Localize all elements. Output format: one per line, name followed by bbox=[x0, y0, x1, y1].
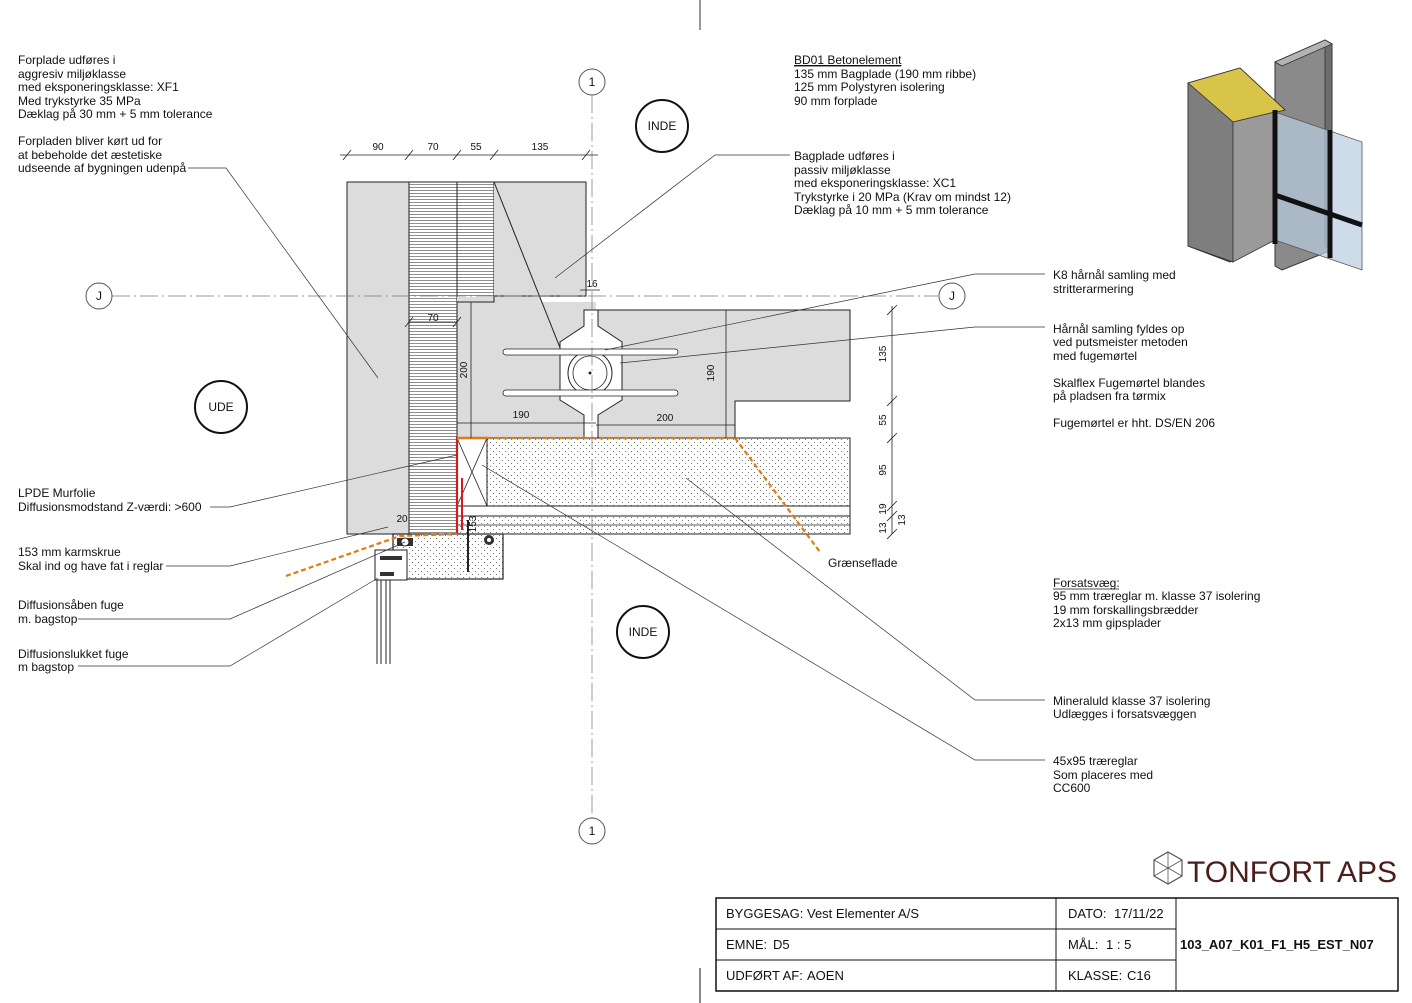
note-bagplade-line-3: med eksponeringsklasse: XC1 bbox=[794, 176, 956, 190]
note-difflukket-line-1: Diffusionslukket fuge bbox=[18, 647, 129, 661]
dim-95-right: 95 bbox=[878, 464, 889, 476]
dim-55-right: 55 bbox=[878, 414, 889, 426]
tb-emne-label: EMNE: bbox=[726, 937, 767, 952]
dim-153: 153 bbox=[468, 515, 479, 532]
note-bagplade-line-2: passiv miljøklasse bbox=[794, 163, 891, 177]
note-forplade-kort-line-3: udseende af bygningen udenpå bbox=[18, 161, 186, 175]
hairpin-joint bbox=[502, 309, 679, 439]
note-forsatsvaeg-line-2: 19 mm forskallingsbrædder bbox=[1053, 603, 1198, 617]
title-block: BYGGESAG: Vest Elementer A/S DATO: 17/11… bbox=[699, 897, 1399, 1003]
tb-udfort-label: UDFØRT AF: bbox=[726, 968, 803, 983]
dim-16: 16 bbox=[586, 279, 598, 290]
note-diffaaben-line-2: m. bagstop bbox=[18, 612, 78, 626]
room-label-inde-top: INDE bbox=[648, 119, 677, 133]
note-bd01-line-3: 90 mm forplade bbox=[794, 94, 878, 108]
room-label-ude: UDE bbox=[208, 400, 233, 414]
note-traereglar-line-3: CC600 bbox=[1053, 781, 1091, 795]
dim-135-right: 135 bbox=[878, 345, 889, 362]
note-haarnaal-line-3: med fugemørtel bbox=[1053, 349, 1137, 363]
dim-135: 135 bbox=[532, 142, 549, 153]
grid-marker-j-right: J bbox=[949, 289, 955, 303]
note-forplade-line-3: med eksponeringsklasse: XF1 bbox=[18, 80, 179, 94]
note-lpde-line-2: Diffusionsmodstand Z-værdi: >600 bbox=[18, 500, 202, 514]
note-bagplade-line-1: Bagplade udføres i bbox=[794, 149, 895, 163]
tb-byggesag-value: Vest Elementer A/S bbox=[807, 906, 919, 921]
note-traereglar-line-2: Som placeres med bbox=[1053, 768, 1153, 782]
room-label-inde-bottom: INDE bbox=[629, 625, 658, 639]
note-forsatsvaeg-title: Forsatsvæg: bbox=[1053, 576, 1120, 590]
dim-70-lower: 70 bbox=[427, 313, 439, 324]
dim-55: 55 bbox=[470, 142, 482, 153]
tb-maal-value: 1 : 5 bbox=[1106, 937, 1131, 952]
tb-emne-value: D5 bbox=[773, 937, 790, 952]
note-k8-line-1: K8 hårnål samling med bbox=[1053, 268, 1176, 282]
note-graenseflade: Grænseflade bbox=[828, 556, 898, 570]
dim-90: 90 bbox=[372, 142, 384, 153]
concrete-bagplade bbox=[456, 181, 851, 439]
window-frame bbox=[374, 520, 504, 664]
note-mineraluld-line-2: Udlægges i forsatsvæggen bbox=[1053, 707, 1196, 721]
note-forplade-line-4: Med trykstyrke 35 MPa bbox=[18, 94, 141, 108]
note-lpde-line-1: LPDE Murfolie bbox=[18, 486, 96, 500]
tb-dato-value: 17/11/22 bbox=[1114, 906, 1164, 921]
company-logo: TONFORT APS bbox=[1153, 851, 1397, 889]
note-forsatsvaeg-line-3: 2x13 mm gipsplader bbox=[1053, 616, 1161, 630]
tb-byggesag-label: BYGGESAG: bbox=[726, 906, 803, 921]
tb-klasse-value: C16 bbox=[1127, 968, 1151, 983]
dim-70: 70 bbox=[427, 142, 439, 153]
note-bd01-line-1: 135 mm Bagplade (190 mm ribbe) bbox=[794, 67, 976, 81]
note-forplade-kort-line-2: at bebeholde det æstetiske bbox=[18, 148, 162, 162]
dim-200-horizontal: 200 bbox=[657, 413, 674, 424]
note-k8-line-2: stritterarmering bbox=[1053, 282, 1134, 296]
dimension-lines bbox=[340, 149, 898, 540]
forsatsvaeg bbox=[456, 437, 851, 535]
note-forplade-line-1: Forplade udføres i bbox=[18, 53, 115, 67]
note-fugemortel: Fugemørtel er hht. DS/EN 206 bbox=[1053, 416, 1215, 430]
tb-udfort-value: AOEN bbox=[807, 968, 844, 983]
note-haarnaal-line-2: ved putsmeister metoden bbox=[1053, 335, 1188, 349]
tb-drawing-number: 103_A07_K01_F1_H5_EST_N07 bbox=[1180, 937, 1374, 952]
leader-lines bbox=[78, 154, 1045, 761]
note-forplade-kort-line-1: Forpladen bliver kørt ud for bbox=[18, 134, 162, 148]
grid-marker-1-bottom: 1 bbox=[589, 824, 596, 838]
note-skalflex-line-2: på pladsen fra tørmix bbox=[1053, 389, 1166, 403]
grid-marker-1-top: 1 bbox=[589, 75, 596, 89]
note-bd01-line-2: 125 mm Polystyren isolering bbox=[794, 80, 945, 94]
dim-13-right-a: 13 bbox=[878, 522, 889, 534]
boundary-line bbox=[285, 436, 821, 578]
note-mineraluld-line-1: Mineraluld klasse 37 isolering bbox=[1053, 694, 1210, 708]
note-forplade-line-2: aggresiv miljøklasse bbox=[18, 67, 126, 81]
note-forplade-line-5: Dæklag på 30 mm + 5 mm tolerance bbox=[18, 107, 213, 121]
note-traereglar-line-1: 45x95 træreglar bbox=[1053, 754, 1138, 768]
note-forsatsvaeg-line-1: 95 mm træreglar m. klasse 37 isolering bbox=[1053, 589, 1260, 603]
note-bagplade-line-5: Dæklag på 10 mm + 5 mm tolerance bbox=[794, 203, 989, 217]
isometric-thumbnail bbox=[1187, 39, 1363, 271]
dim-13-right-b: 13 bbox=[897, 514, 908, 526]
concrete-forplade bbox=[346, 181, 410, 535]
dim-190-horizontal: 190 bbox=[513, 410, 530, 421]
note-difflukket-line-2: m bagstop bbox=[18, 660, 74, 674]
note-karmskrue-line-2: Skal ind og have fat i reglar bbox=[18, 559, 163, 573]
note-karmskrue-line-1: 153 mm karmskrue bbox=[18, 545, 121, 559]
note-bagplade-line-4: Trykstyrke i 20 MPa (Krav om mindst 12) bbox=[794, 190, 1011, 204]
tb-maal-label: MÅL: bbox=[1068, 937, 1098, 952]
tb-dato-label: DATO: bbox=[1068, 906, 1107, 921]
dim-200-vertical: 200 bbox=[459, 361, 470, 378]
note-bd01-title: BD01 Betonelement bbox=[794, 53, 902, 67]
dim-19-right: 19 bbox=[878, 503, 889, 515]
note-diffaaben-line-1: Diffusionsåben fuge bbox=[18, 598, 124, 612]
grid-lines bbox=[112, 95, 938, 818]
grid-marker-j-left: J bbox=[96, 289, 102, 303]
dim-190-vertical: 190 bbox=[706, 364, 717, 381]
note-skalflex-line-1: Skalflex Fugemørtel blandes bbox=[1053, 376, 1205, 390]
logo-text: TONFORT APS bbox=[1187, 856, 1397, 889]
tb-klasse-label: KLASSE: bbox=[1068, 968, 1122, 983]
dim-20: 20 bbox=[396, 514, 408, 525]
note-haarnaal-line-1: Hårnål samling fyldes op bbox=[1053, 322, 1185, 336]
